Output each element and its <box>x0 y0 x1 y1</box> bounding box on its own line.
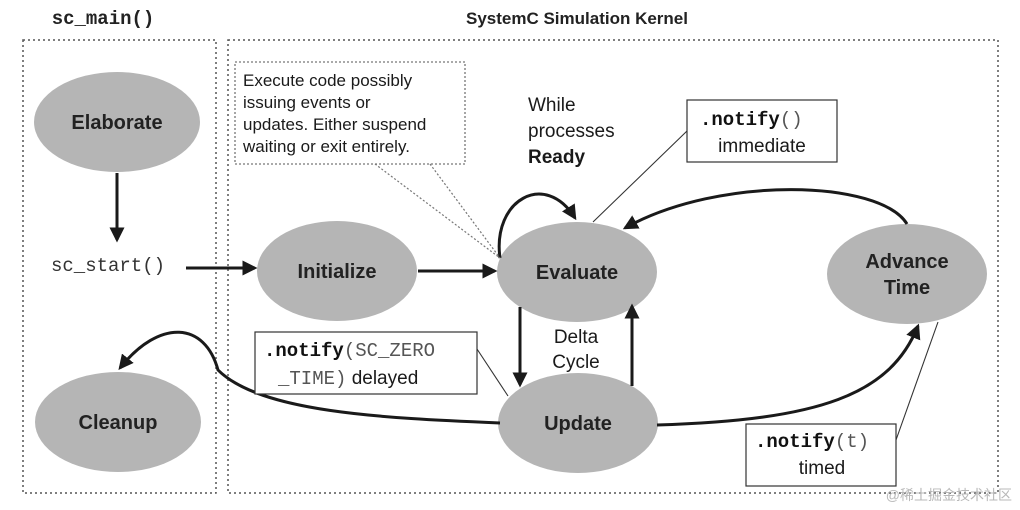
while-line2: processes <box>528 121 615 142</box>
update-ellipse <box>498 373 658 473</box>
notify-timed-method: .notify <box>755 431 835 453</box>
execute-callout-line-2 <box>429 163 501 259</box>
execute-note-line4: waiting or exit entirely. <box>242 137 410 156</box>
notify-timed-box <box>745 423 897 487</box>
update-label: Update <box>544 413 612 435</box>
while-line1: While <box>528 95 576 116</box>
initialize-ellipse <box>257 221 417 321</box>
notify-delayed-box <box>254 331 478 395</box>
notify-delayed-code-line2: _TIME) delayed <box>277 368 418 390</box>
notify-timed-desc: timed <box>799 458 845 479</box>
arrow-advance-to-evaluate <box>622 188 909 230</box>
notify-immediate-args: () <box>780 109 803 131</box>
sc-start-label: sc_start() <box>51 255 165 277</box>
elaborate-ellipse <box>34 72 200 172</box>
notify-delayed-line2-desc: delayed <box>346 368 418 389</box>
notify-immediate-callout <box>592 130 688 223</box>
evaluate-ellipse <box>497 222 657 322</box>
elaborate-label: Elaborate <box>71 112 162 134</box>
notify-immediate-desc: immediate <box>718 136 806 157</box>
sc-main-title: sc_main() <box>52 8 155 30</box>
arrow-evaluate-self-loop <box>497 192 577 259</box>
arrow-update-to-advance <box>656 323 921 427</box>
advance-time-label-line1: Advance <box>865 251 948 273</box>
execute-note-line1: Execute code possibly <box>243 71 413 90</box>
notify-delayed-args: (SC_ZERO <box>344 340 435 362</box>
notify-delayed-method: .notify <box>264 340 344 362</box>
evaluate-label: Evaluate <box>536 262 618 284</box>
execute-note-line2: issuing events or <box>243 93 371 112</box>
advance-time-label-line2: Time <box>884 277 930 299</box>
notify-delayed-line2-code: _TIME) <box>277 368 346 390</box>
notify-delayed-code-line1: .notify(SC_ZERO <box>264 340 435 362</box>
notify-timed-code: .notify(t) <box>755 431 869 453</box>
delta-line2: Cycle <box>552 352 600 373</box>
kernel-panel <box>227 39 999 494</box>
notify-timed-callout <box>895 321 939 441</box>
initialize-label: Initialize <box>298 261 377 283</box>
kernel-title: SystemC Simulation Kernel <box>466 9 688 28</box>
execute-note-box <box>234 61 466 165</box>
notify-delayed-callout <box>476 348 509 397</box>
cleanup-ellipse <box>35 372 201 472</box>
execute-note-line3: updates. Either suspend <box>243 115 426 134</box>
advance-time-ellipse <box>827 224 987 324</box>
notify-immediate-box <box>686 99 838 163</box>
notify-immediate-method: .notify <box>700 109 780 131</box>
notify-timed-args: (t) <box>835 431 869 453</box>
sc-main-panel <box>22 39 217 494</box>
notify-immediate-code: .notify() <box>700 109 803 131</box>
arrow-update-to-cleanup <box>118 330 501 425</box>
delta-line1: Delta <box>554 327 599 348</box>
watermark-text: @稀土掘金技术社区 <box>886 487 1012 503</box>
cleanup-label: Cleanup <box>79 412 158 434</box>
while-line3: Ready <box>528 147 585 168</box>
